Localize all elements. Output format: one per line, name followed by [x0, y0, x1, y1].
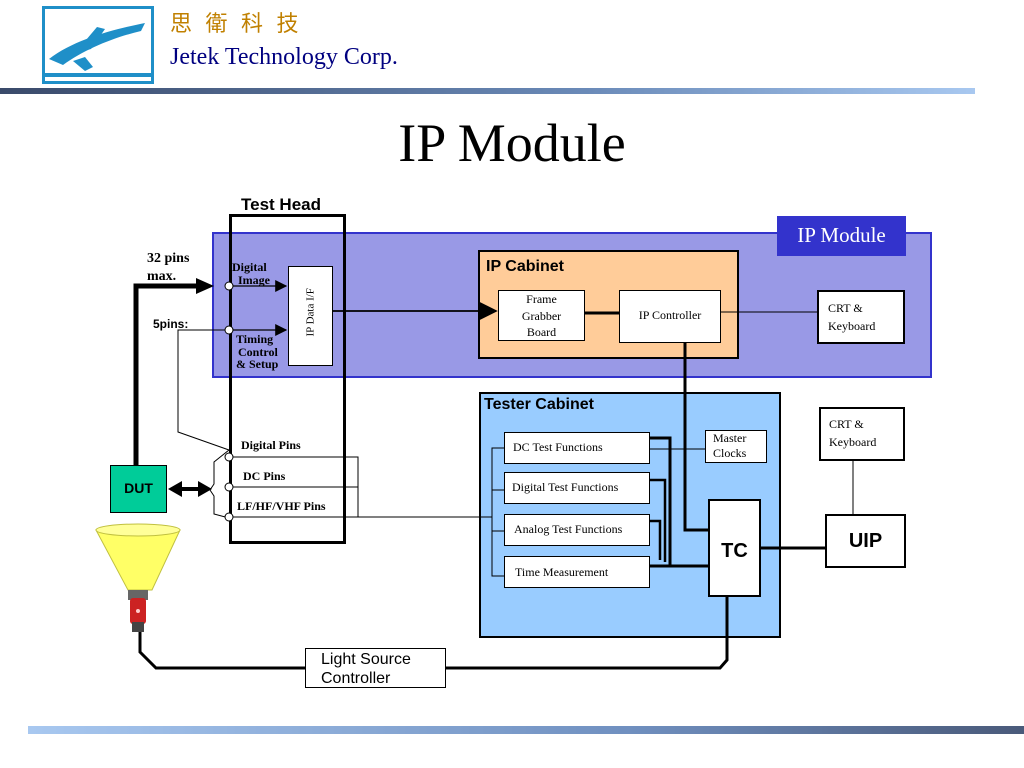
analog-test-box — [504, 514, 650, 546]
digital-pins-label: Digital Pins — [241, 438, 301, 452]
light-source-label-2: Controller — [321, 670, 391, 687]
ip-module-label: IP Module — [797, 223, 886, 247]
frame-grabber-label-2: Grabber — [521, 309, 562, 323]
footer-bar — [28, 726, 1024, 734]
pins-brace — [209, 449, 230, 519]
master-clocks-label-1: Master — [713, 431, 747, 445]
five-pins-line — [177, 329, 230, 451]
test-head-box — [229, 214, 346, 544]
company-logo — [42, 6, 154, 84]
master-clocks-box — [705, 430, 767, 463]
pins-5-label: 5pins: — [153, 317, 189, 331]
dc-pins-label: DC Pins — [243, 469, 286, 483]
light-source-label-1: Light Source — [321, 651, 411, 668]
uip-box — [825, 514, 906, 568]
crt-bottom-label-2: Keyboard — [829, 435, 877, 449]
tester-cabinet-label: Tester Cabinet — [484, 396, 594, 413]
ip-cabinet-label: IP Cabinet — [486, 258, 564, 275]
company-name-english: Jetek Technology Corp. — [170, 44, 398, 70]
ip-module-label-box — [777, 216, 906, 256]
header-bar — [0, 88, 975, 94]
ip-controller-box — [619, 290, 721, 343]
dut-label: DUT — [124, 480, 153, 496]
dc-test-box — [504, 432, 650, 464]
crt-top-label-1: CRT & — [828, 301, 863, 315]
frame-grabber-box — [498, 290, 585, 341]
pins-32-label: 32 pins — [147, 251, 190, 266]
time-measurement-box — [504, 556, 650, 588]
dut-to-test-head-bus — [133, 278, 214, 466]
pin-circles — [224, 281, 234, 522]
crt-bottom-label-1: CRT & — [829, 417, 864, 431]
test-function-bus — [491, 436, 708, 577]
crt-keyboard-top — [817, 290, 905, 344]
dut-double-arrow — [168, 481, 212, 497]
uip-label: UIP — [848, 530, 883, 552]
dut-box — [110, 465, 167, 513]
timing-label-2: Control — [238, 345, 278, 359]
dc-test-label: DC Test Functions — [513, 440, 603, 454]
crt-top-label-2: Keyboard — [828, 319, 876, 333]
crt-keyboard-bottom — [819, 407, 905, 461]
ip-controller-to-tc — [683, 343, 708, 532]
light-source-controller-box — [305, 648, 446, 688]
frame-grabber-label-1: Frame — [526, 292, 557, 306]
slide-title: IP Module — [398, 113, 626, 173]
pin-lines — [229, 456, 492, 518]
ip-data-if-box — [288, 266, 333, 366]
tc-box — [708, 499, 761, 597]
pins-32-max-label: max. — [147, 269, 177, 284]
digital-test-box — [504, 472, 650, 504]
tc-to-light-source — [446, 597, 729, 670]
digital-test-label: Digital Test Functions — [512, 480, 619, 494]
master-clocks-label-2: Clocks — [713, 446, 747, 460]
company-name-chinese: 思 衛 科 技 — [170, 11, 303, 36]
tc-label: TC — [721, 540, 748, 562]
jet-logo-icon — [45, 23, 151, 77]
analog-test-label: Analog Test Functions — [514, 522, 623, 536]
test-head-label: Test Head — [241, 195, 321, 214]
timing-label-1: Timing — [236, 332, 274, 346]
light-source-to-lamp — [138, 632, 305, 670]
frame-grabber-label-3: Board — [526, 325, 557, 339]
digital-image-label-1: Digital — [232, 260, 267, 274]
digital-image-label-2: Image — [238, 273, 270, 287]
ip-controller-label: IP Controller — [638, 308, 702, 322]
timing-label-3: & Setup — [236, 357, 279, 371]
time-measurement-label: Time Measurement — [515, 565, 609, 579]
lamp-icon — [95, 523, 181, 632]
lf-pins-label: LF/HF/VHF Pins — [237, 499, 326, 513]
